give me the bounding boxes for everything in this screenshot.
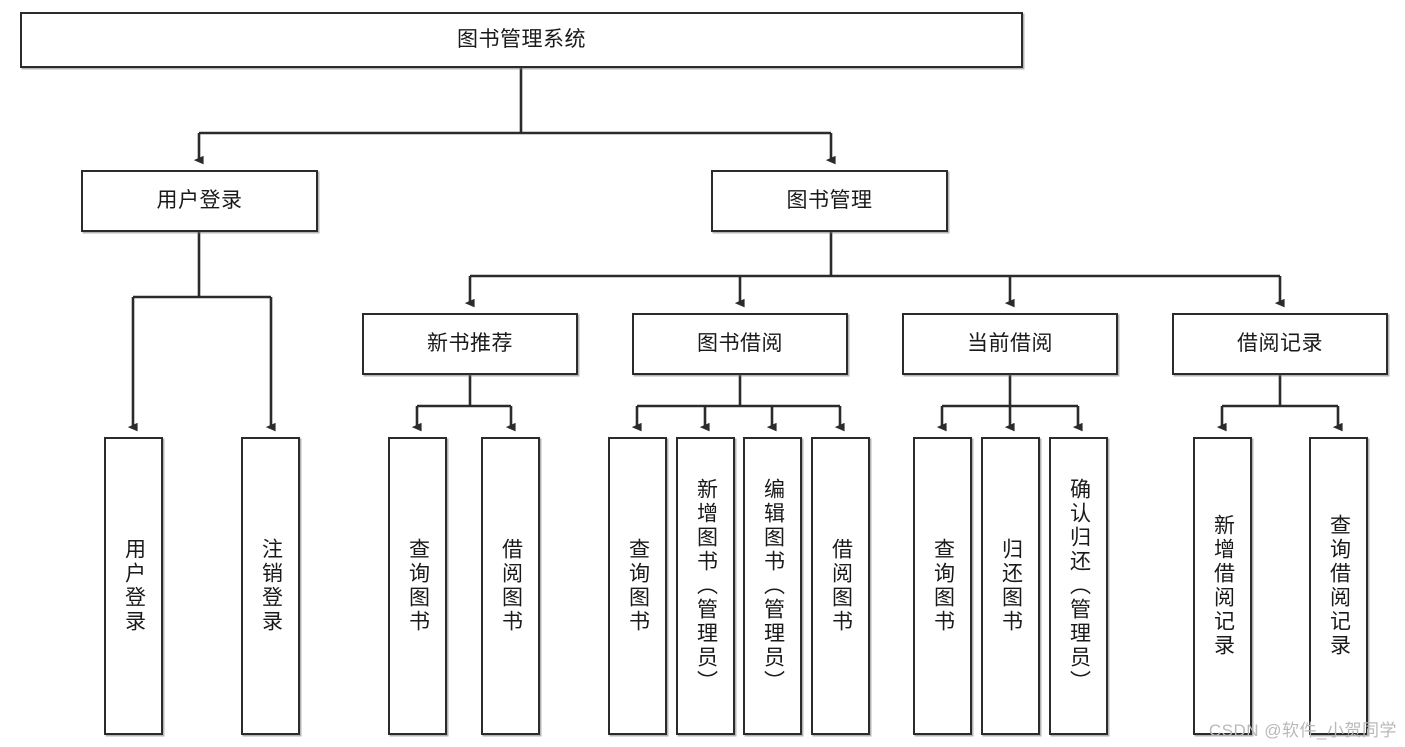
- node-leaf-return-book[interactable]: 归还图书: [981, 437, 1040, 735]
- node-label: 确认归还（管理员）: [1067, 478, 1091, 694]
- node-label: 查询借阅记录: [1327, 514, 1351, 658]
- node-leaf-add-book-admin[interactable]: 新增图书（管理员）: [676, 437, 735, 735]
- node-book-manage[interactable]: 图书管理: [711, 170, 948, 232]
- node-new-book-recommend[interactable]: 新书推荐: [362, 313, 578, 375]
- node-leaf-query-book-3[interactable]: 查询图书: [913, 437, 972, 735]
- node-label: 归还图书: [999, 538, 1023, 634]
- node-leaf-logout-login[interactable]: 注销登录: [241, 437, 300, 735]
- node-label: 注销登录: [259, 538, 283, 634]
- node-label: 查询图书: [406, 538, 430, 634]
- node-label: 当前借阅: [967, 331, 1053, 355]
- node-label: 图书借阅: [697, 331, 783, 355]
- node-leaf-borrow-book-1[interactable]: 借阅图书: [481, 437, 540, 735]
- node-current-borrow[interactable]: 当前借阅: [902, 313, 1118, 375]
- watermark-text: CSDN @软件_小贺同学: [1208, 721, 1397, 740]
- node-book-borrow[interactable]: 图书借阅: [632, 313, 848, 375]
- node-label: 图书管理系统: [457, 27, 586, 51]
- node-label: 借阅图书: [499, 538, 523, 634]
- node-leaf-query-borrow-record[interactable]: 查询借阅记录: [1309, 437, 1368, 735]
- node-label: 编辑图书（管理员）: [761, 478, 785, 694]
- node-label: 借阅图书: [829, 538, 853, 634]
- node-label: 新增借阅记录: [1211, 514, 1235, 658]
- node-leaf-query-book-2[interactable]: 查询图书: [608, 437, 667, 735]
- node-leaf-confirm-return-admin[interactable]: 确认归还（管理员）: [1049, 437, 1108, 735]
- node-label: 借阅记录: [1237, 331, 1323, 355]
- node-label: 新书推荐: [427, 331, 513, 355]
- node-user-login[interactable]: 用户登录: [81, 170, 318, 232]
- node-leaf-user-login[interactable]: 用户登录: [104, 437, 163, 735]
- node-label: 新增图书（管理员）: [694, 478, 718, 694]
- node-label: 用户登录: [156, 188, 243, 212]
- node-label: 图书管理: [786, 188, 873, 212]
- node-leaf-borrow-book-2[interactable]: 借阅图书: [811, 437, 870, 735]
- node-leaf-query-book-1[interactable]: 查询图书: [388, 437, 447, 735]
- node-root-system[interactable]: 图书管理系统: [20, 12, 1023, 68]
- node-borrow-record[interactable]: 借阅记录: [1172, 313, 1388, 375]
- node-leaf-edit-book-admin[interactable]: 编辑图书（管理员）: [743, 437, 802, 735]
- node-leaf-add-borrow-record[interactable]: 新增借阅记录: [1193, 437, 1252, 735]
- node-label: 查询图书: [931, 538, 955, 634]
- node-label: 查询图书: [626, 538, 650, 634]
- node-label: 用户登录: [122, 538, 146, 634]
